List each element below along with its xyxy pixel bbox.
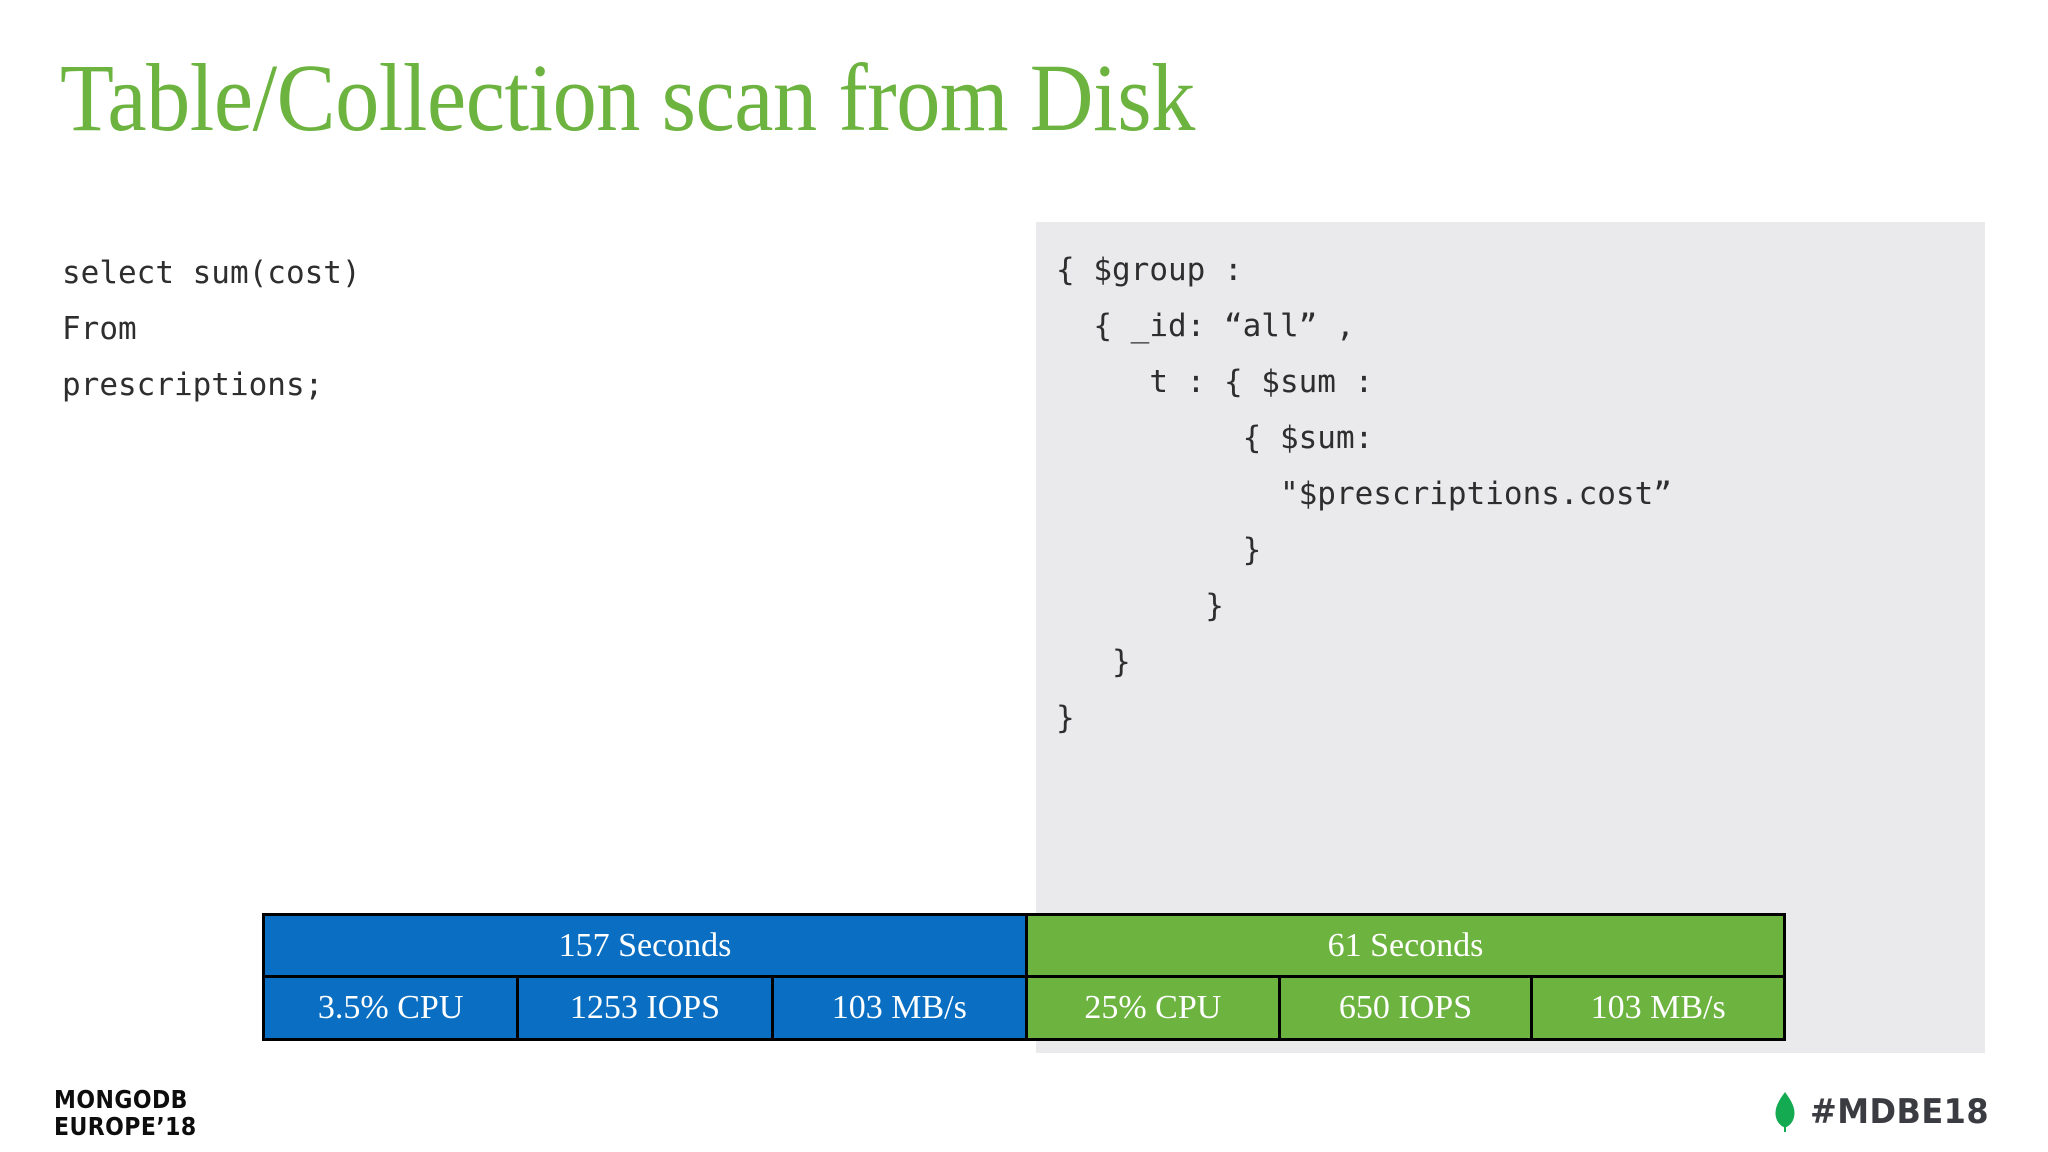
page-title: Table/Collection scan from Disk	[60, 44, 1195, 151]
mongo-code-lines: { $group : { _id: “all” , t : { $sum : {…	[1056, 242, 1985, 746]
mongo-code-line: { $sum:	[1056, 420, 1374, 456]
stats-cell-throughput-sql: 103 MB/s	[770, 978, 1025, 1038]
logo-line-mongodb: MONGODB	[54, 1085, 188, 1114]
stats-header-seconds-sql: 157 Seconds	[265, 916, 1025, 978]
mongo-code-line: { _id: “all” ,	[1056, 308, 1355, 344]
stats-cell-throughput-mongodb: 103 MB/s	[1530, 978, 1784, 1038]
stats-header-seconds-mongodb: 61 Seconds	[1025, 916, 1783, 978]
event-hashtag: #MDBE18	[1772, 1092, 2001, 1132]
mongo-code-line: t : { $sum :	[1056, 364, 1374, 400]
mongo-code-line: }	[1056, 700, 1075, 736]
stats-cell-iops-sql: 1253 IOPS	[516, 978, 771, 1038]
stats-group-mongodb-details: 25% CPU 650 IOPS 103 MB/s	[1025, 978, 1784, 1038]
mongo-code-line: }	[1056, 644, 1131, 680]
logo-line-europe: EUROPE’18	[54, 1112, 197, 1141]
performance-comparison-table: 157 Seconds 61 Seconds 3.5% CPU 1253 IOP…	[262, 913, 1786, 1041]
stats-group-mongodb: 61 Seconds	[1025, 916, 1783, 978]
stats-cell-cpu-sql: 3.5% CPU	[265, 978, 517, 1038]
mongodb-europe-logo: MONGODB EUROPE’18	[54, 1086, 197, 1140]
table-row: 157 Seconds 61 Seconds	[265, 916, 1783, 978]
sql-line: select sum(cost)	[62, 255, 361, 291]
sql-code-block: select sum(cost) From prescriptions;	[62, 245, 962, 413]
stats-group-sql-details: 3.5% CPU 1253 IOPS 103 MB/s	[265, 978, 1025, 1038]
mongo-code-line: { $group :	[1056, 252, 1243, 288]
mongo-code-line: "$prescriptions.cost”	[1056, 476, 1672, 512]
hashtag-label: #MDBE18	[1809, 1092, 1989, 1132]
mongo-code-line: }	[1056, 532, 1262, 568]
sql-line: prescriptions;	[62, 367, 324, 403]
sql-line: From	[62, 311, 137, 347]
stats-group-sql: 157 Seconds	[265, 916, 1025, 978]
stats-cell-cpu-mongodb: 25% CPU	[1025, 978, 1278, 1038]
mongo-code-line: }	[1056, 588, 1224, 624]
stats-cell-iops-mongodb: 650 IOPS	[1277, 978, 1531, 1038]
mongodb-leaf-icon	[1772, 1092, 1798, 1132]
table-row: 3.5% CPU 1253 IOPS 103 MB/s 25% CPU 650 …	[265, 978, 1784, 1038]
